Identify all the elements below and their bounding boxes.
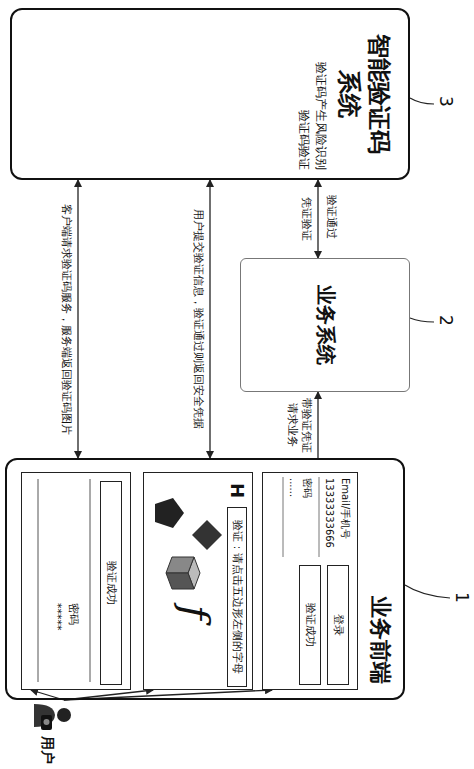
edge-label: 凭证验证: [299, 195, 313, 243]
system-box: 智能验证码系统验证码产生风险识别验证码验证: [10, 8, 410, 180]
node-text: H: [226, 483, 248, 498]
leader-line: [410, 318, 434, 322]
screen-panel: Hf 验证：请点击五边形左侧的字母: [143, 472, 253, 690]
connector: [209, 180, 210, 458]
button-box: 验证成功: [100, 481, 122, 685]
node-text: Email/手机号: [339, 478, 351, 539]
callout-number: 3: [436, 96, 456, 107]
node-text: ......: [287, 478, 299, 497]
node-text: 验证成功: [105, 482, 118, 684]
node-text: 验证：请点击五边形左侧的字母: [231, 508, 244, 686]
callout-number: 2: [436, 315, 456, 326]
node-text: 验证码产生风险识别: [314, 62, 328, 170]
callout-number: 1: [452, 592, 472, 603]
connector: [317, 180, 318, 258]
prompt-bar: 验证：请点击五边形左侧的字母: [227, 507, 247, 687]
leader-line: [410, 98, 434, 104]
node-text: *****: [51, 603, 64, 631]
edge-label: 用户提交验证信息，验证通过则返回安全凭据: [191, 207, 205, 431]
node-text: 验证成功: [304, 566, 317, 684]
node-text: 密码: [67, 603, 80, 625]
edge-label: 客户端请求验证码服务，服务端返回验证码图片: [59, 202, 73, 437]
node-text: 用户: [39, 736, 56, 764]
edge-note: 验证通过: [325, 195, 338, 239]
connector: [77, 180, 78, 458]
button-box: 验证成功: [299, 565, 321, 685]
node-text: 智能验证码系统: [334, 28, 394, 160]
screen-panel: Email/手机号 13333333666 密码...... 验证成功 登录: [262, 472, 358, 690]
node-text: 登录: [332, 566, 345, 684]
leader-line: [405, 585, 450, 598]
node-text: 验证码验证: [297, 110, 311, 170]
node-text: 13333333666: [323, 478, 335, 548]
screen-panel: 密码***** 验证成功: [21, 472, 131, 690]
node-text: f: [176, 605, 216, 620]
edge-label: 带验证凭证请求业务: [286, 393, 314, 457]
node-text: 业务前端: [367, 596, 393, 684]
node-text: 业务系统: [314, 259, 338, 391]
user-node: 用户: [16, 700, 78, 768]
process-box: 业务系统: [240, 258, 410, 392]
frontend-box: 业务前端 Email/手机号13333333666密码......验证成功登录 …: [5, 458, 405, 700]
node-text: 密码: [301, 478, 313, 498]
button-box: 登录: [327, 565, 349, 685]
connector: [317, 392, 318, 458]
user-icon: [18, 700, 78, 734]
